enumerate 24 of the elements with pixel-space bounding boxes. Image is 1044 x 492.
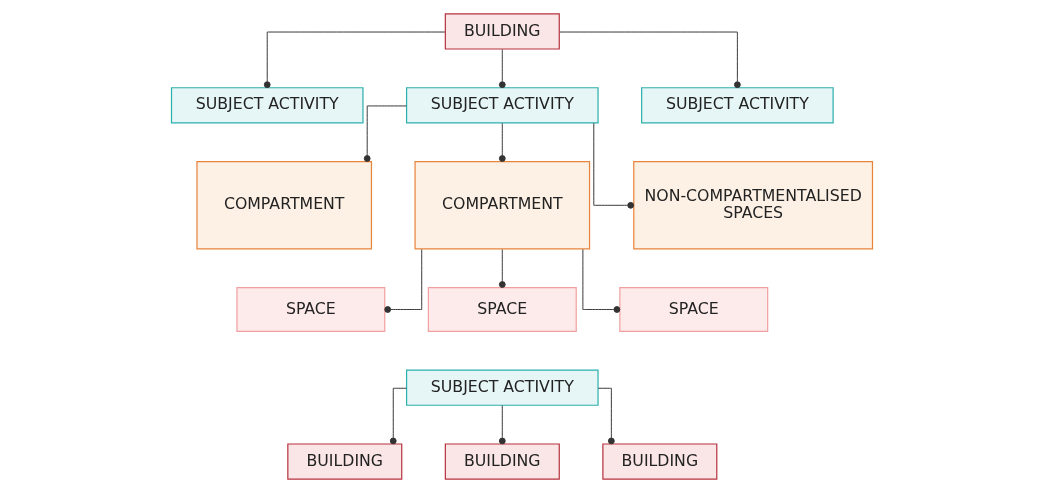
node-box: SUBJECT ACTIVITY: [170, 86, 364, 123]
node-box: BUILDING: [602, 442, 718, 480]
connector: [498, 48, 506, 88]
node-box: BUILDING: [287, 442, 403, 480]
node-box: BUILDING: [444, 12, 560, 50]
connector: [498, 404, 506, 444]
connector: [384, 248, 423, 313]
connector: [498, 122, 506, 162]
node-box: NON-COMPARTMENTALISED SPACES: [633, 160, 874, 250]
node-box: COMPARTMENT: [196, 160, 373, 250]
connector: [498, 248, 506, 288]
connector: [582, 248, 621, 313]
node-box: SPACE: [236, 286, 386, 332]
connector: [263, 31, 446, 88]
node-box: COMPARTMENT: [414, 160, 591, 250]
node-box: SPACE: [619, 286, 769, 332]
node-box: SUBJECT ACTIVITY: [405, 86, 599, 123]
node-box: SPACE: [427, 286, 577, 332]
connector: [593, 122, 635, 209]
connector: [363, 104, 407, 162]
connector: [559, 31, 741, 88]
node-box: SUBJECT ACTIVITY: [405, 369, 599, 406]
node-box: BUILDING: [444, 442, 560, 480]
node-box: SUBJECT ACTIVITY: [641, 86, 834, 123]
